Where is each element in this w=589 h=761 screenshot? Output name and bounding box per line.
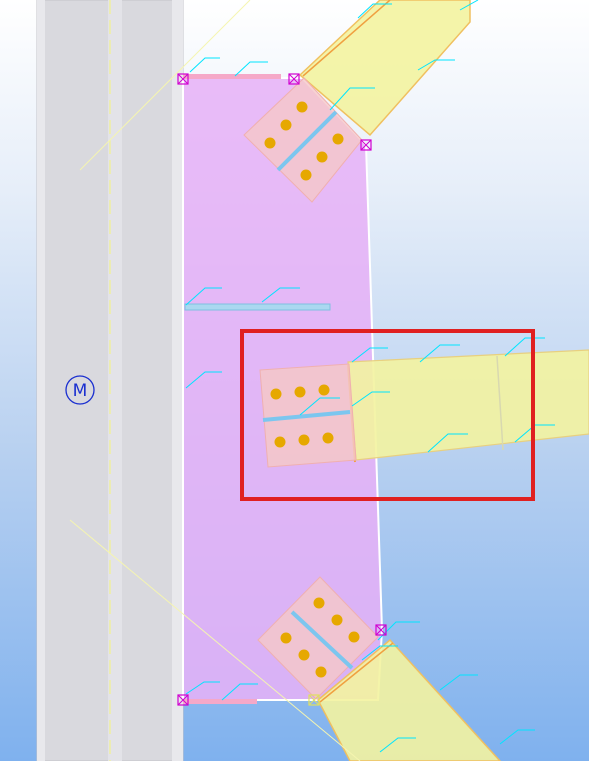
bolt (296, 101, 308, 113)
leader-line (357, 3, 392, 19)
bolt (318, 384, 330, 396)
upper-splice-plate (276, 110, 338, 172)
middle-brace-member[interactable] (347, 349, 589, 461)
reference-point[interactable] (308, 694, 320, 706)
reference-point[interactable] (177, 73, 189, 85)
lower-brace-connection[interactable] (257, 576, 379, 700)
construction-line (69, 519, 361, 761)
lower-brace-edge (319, 642, 394, 703)
leader-line (504, 337, 545, 357)
reference-point[interactable] (177, 694, 189, 706)
leader-line (221, 683, 258, 701)
leader-line (379, 737, 416, 753)
leader-line (427, 433, 468, 453)
top-stiffener[interactable] (183, 74, 281, 79)
upper-brace[interactable] (298, 0, 471, 137)
bolt (300, 169, 312, 181)
grid-marker-label: M (73, 381, 88, 401)
lower-splice-plate (290, 610, 354, 670)
bolt (270, 388, 282, 400)
bolt (280, 119, 292, 131)
column-web (108, 0, 122, 761)
bolt (313, 597, 325, 609)
reference-point[interactable] (360, 139, 372, 151)
bolt (322, 432, 334, 444)
leader-line (185, 287, 222, 306)
leader-line (351, 391, 390, 407)
leader-line (361, 645, 398, 661)
bolt (280, 632, 292, 644)
lower-brace[interactable] (317, 638, 502, 761)
bolt (316, 151, 328, 163)
leader-line (419, 344, 460, 363)
leader-line (417, 59, 455, 71)
reference-point[interactable] (375, 624, 387, 636)
leader-line (299, 397, 340, 416)
bolt (264, 137, 276, 149)
construction-line (79, 0, 251, 171)
bolt (274, 436, 286, 448)
middle-brace-connection[interactable] (259, 363, 357, 468)
grid-marker[interactable]: M (65, 375, 95, 405)
leader-line (439, 674, 478, 691)
reference-points (177, 73, 387, 706)
leader-line (189, 57, 220, 73)
reference-point[interactable] (288, 73, 300, 85)
selection-highlight-box (240, 329, 535, 501)
middle-brace-splice (496, 355, 504, 451)
steel-column[interactable] (36, 0, 184, 761)
leader-line (185, 371, 222, 389)
horizontal-plate[interactable] (184, 303, 331, 311)
leader-line (499, 729, 535, 745)
bolt (298, 649, 310, 661)
bottom-stiffener[interactable] (183, 699, 257, 704)
upper-brace-member[interactable] (298, 0, 471, 137)
leader-line (234, 61, 268, 77)
leader-line (185, 681, 220, 695)
bolt (348, 631, 360, 643)
leader-line (329, 87, 375, 111)
leader-line (459, 0, 479, 11)
column-flange-left (37, 0, 45, 761)
bolt (315, 666, 327, 678)
bolt (298, 434, 310, 446)
bolt (331, 614, 343, 626)
leader-line (377, 621, 420, 641)
column-flange-right (172, 0, 183, 761)
middle-brace[interactable] (347, 349, 589, 463)
construction-lines (69, 0, 361, 761)
grid-marker-circle (65, 375, 95, 405)
upper-brace-edge (302, 0, 391, 77)
middle-splice-plate (262, 410, 351, 422)
lower-brace-member[interactable] (317, 638, 502, 761)
leader-line (351, 347, 388, 363)
bolt (294, 386, 306, 398)
bolt (332, 133, 344, 145)
leader-line (261, 287, 300, 303)
